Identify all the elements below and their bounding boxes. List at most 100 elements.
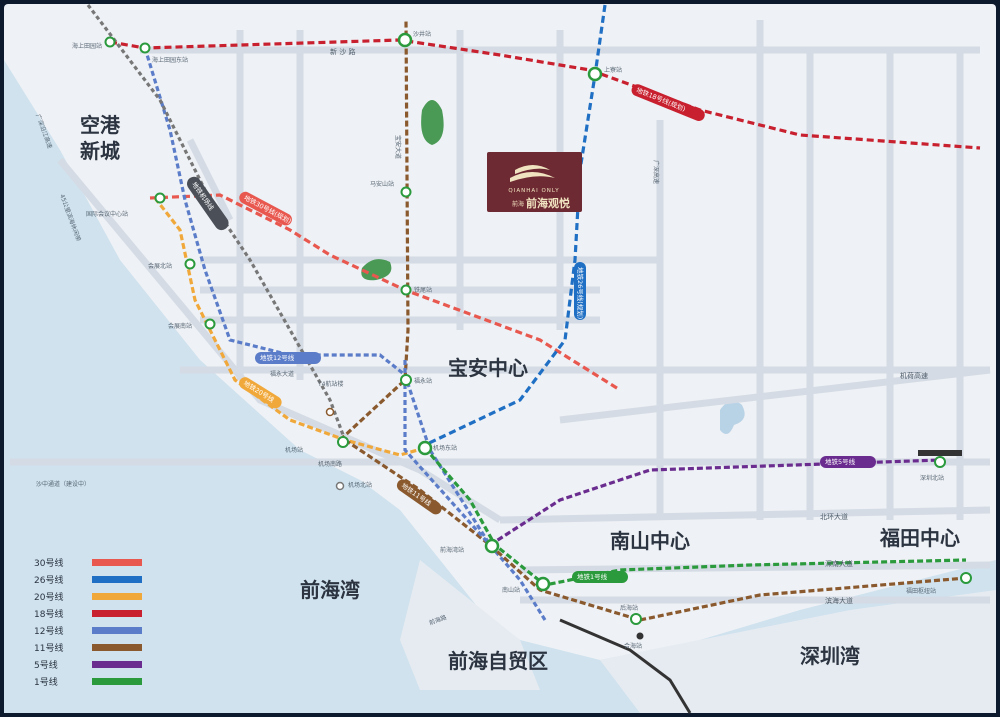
train-icon <box>918 450 962 456</box>
svg-text:铁尾站: 铁尾站 <box>414 286 432 294</box>
legend-swatch <box>92 610 142 617</box>
pill-l26: 地铁26号线(规划) <box>576 267 585 319</box>
region-qianhai-bay: 前海湾 <box>300 578 360 602</box>
svg-text:会展南站: 会展南站 <box>168 322 192 330</box>
pill-l12: 地铁12号线 <box>260 353 295 362</box>
svg-text:机场站: 机场站 <box>285 446 303 454</box>
legend-label: 11号线 <box>34 642 63 654</box>
station-qianhaiwan[interactable]: 前海湾站 <box>440 538 500 554</box>
legend-label: 26号线 <box>34 574 63 586</box>
region-konggang-2: 新城 <box>80 139 120 163</box>
project-logo-icon <box>510 165 555 182</box>
legend-label: 5号线 <box>34 659 58 671</box>
railway <box>559 618 692 714</box>
station-mashan[interactable]: 马安山站 <box>370 180 412 198</box>
road-fuyong: 福永大道 <box>270 370 294 378</box>
svg-text:后海站: 后海站 <box>620 604 638 612</box>
line-30 <box>149 193 621 392</box>
stations: 海上田园站 海上田园东站 沙井站 上寮站 马安山站 国际会议中心站 会展北站 <box>72 30 972 651</box>
station-haishang-east[interactable]: 海上田园东站 <box>139 42 189 65</box>
shenzhen-bay-land <box>600 590 996 713</box>
svg-text:马安山站: 马安山站 <box>370 180 394 188</box>
station-fuyong[interactable]: 福永站 <box>400 374 432 386</box>
legend-label: 1号线 <box>34 676 58 688</box>
road-guangshen-hw: 广深高速 <box>652 160 660 184</box>
region-nanshan: 南山中心 <box>610 529 690 553</box>
svg-text:海上田园东站: 海上田园东站 <box>152 56 188 64</box>
station-jichang-east[interactable]: 机场东站 <box>417 440 457 456</box>
project-marker[interactable]: QIANHAI ONLY 前海 前海观悦 <box>487 152 582 212</box>
road-shazhong: 沙中通道（建设中） <box>36 480 90 488</box>
sea-water <box>4 60 996 713</box>
legend-swatch <box>92 576 142 583</box>
legend-swatch <box>92 627 142 634</box>
legend-label: 20号线 <box>34 591 63 603</box>
line-11 <box>338 19 410 442</box>
station-shajing[interactable]: 沙井站 <box>397 30 431 48</box>
legend-label: 18号线 <box>34 608 63 620</box>
legend-swatch <box>92 644 142 651</box>
svg-text:南山站: 南山站 <box>502 586 520 594</box>
pill-l5: 地铁5号线 <box>825 457 856 466</box>
svg-text:海上田园站: 海上田园站 <box>72 42 102 50</box>
region-qianhai-zone: 前海自贸区 <box>448 649 548 673</box>
legend-label: 12号线 <box>34 625 63 637</box>
road-beihuan: 北环大道 <box>820 512 848 521</box>
station-tiexi[interactable]: 铁尾站 <box>400 284 433 296</box>
station-haishang[interactable]: 海上田园站 <box>72 36 116 51</box>
svg-text:机场东站: 机场东站 <box>433 444 457 452</box>
road-jihe: 机荷高速 <box>900 371 928 380</box>
legend-swatch <box>92 593 142 600</box>
station-nanshan[interactable]: 南山站 <box>502 576 551 594</box>
line-18 <box>109 38 981 150</box>
svg-text:深圳北站: 深圳北站 <box>920 474 944 482</box>
region-labels: 空港 新城 宝安中心 南山中心 福田中心 前海湾 前海自贸区 深圳湾 <box>80 113 960 673</box>
project-name: 前海观悦 <box>526 196 570 210</box>
station-hehai[interactable]: 合海站 <box>624 632 644 651</box>
qianhai-land <box>400 560 540 690</box>
legend-swatch <box>92 661 142 668</box>
station-huizhan-center[interactable]: 国际会议中心站 <box>86 192 166 219</box>
legend: 30号线 26号线 20号线 18号线 12号线 11号线 5号线 1号线 <box>34 557 142 688</box>
project-brand: QIANHAI ONLY <box>508 188 559 194</box>
reservoir-water <box>720 401 745 434</box>
station-shangliao[interactable]: 上寮站 <box>587 66 622 82</box>
svg-text:上寮站: 上寮站 <box>604 66 622 74</box>
legend-swatch <box>92 559 142 566</box>
station-t4[interactable]: T4航站楼 <box>317 380 343 417</box>
svg-text:T4航站楼: T4航站楼 <box>317 380 343 388</box>
region-futian: 福田中心 <box>879 526 960 550</box>
station-huizhan-south[interactable]: 会展南站 <box>168 318 216 331</box>
station-jichang-north[interactable]: 机场北站 <box>335 481 373 491</box>
svg-text:福永站: 福永站 <box>414 377 432 385</box>
station-shenzhen-north[interactable]: 深圳北站 <box>918 450 962 482</box>
legend-label: 30号线 <box>34 557 63 569</box>
road-binhai: 滨海大道 <box>825 596 853 605</box>
station-houhai[interactable]: 后海站 <box>620 604 642 625</box>
line-12 <box>143 47 547 621</box>
svg-text:前海湾站: 前海湾站 <box>440 546 464 554</box>
svg-text:福田枢纽站: 福田枢纽站 <box>906 587 936 595</box>
road-bayi: 宝安大道 <box>394 135 402 159</box>
road-xinsha: 新 沙 路 <box>330 47 355 56</box>
region-baoan: 宝安中心 <box>448 356 528 380</box>
project-tag: 前海 <box>512 200 524 208</box>
svg-text:机场北站: 机场北站 <box>348 481 372 489</box>
region-konggang-1: 空港 <box>80 113 121 137</box>
station-futian-hub[interactable]: 福田枢纽站 <box>906 572 972 595</box>
svg-text:沙井站: 沙井站 <box>413 30 431 38</box>
road-jichang: 机场南路 <box>318 460 342 468</box>
region-shenzhen-bay: 深圳湾 <box>800 644 860 668</box>
station-huizhan-north[interactable]: 会展北站 <box>148 258 196 271</box>
legend-swatch <box>92 678 142 685</box>
svg-text:国际会议中心站: 国际会议中心站 <box>86 210 128 218</box>
svg-text:合海站: 合海站 <box>624 642 642 650</box>
pill-l1: 地铁1号线 <box>577 572 608 581</box>
road-shennan: 深南大道 <box>825 559 853 568</box>
svg-text:会展北站: 会展北站 <box>148 262 172 270</box>
station-jichang[interactable]: 机场站 <box>285 436 349 454</box>
park <box>361 259 392 281</box>
line-5 <box>489 458 941 547</box>
line-jichang <box>86 4 347 441</box>
